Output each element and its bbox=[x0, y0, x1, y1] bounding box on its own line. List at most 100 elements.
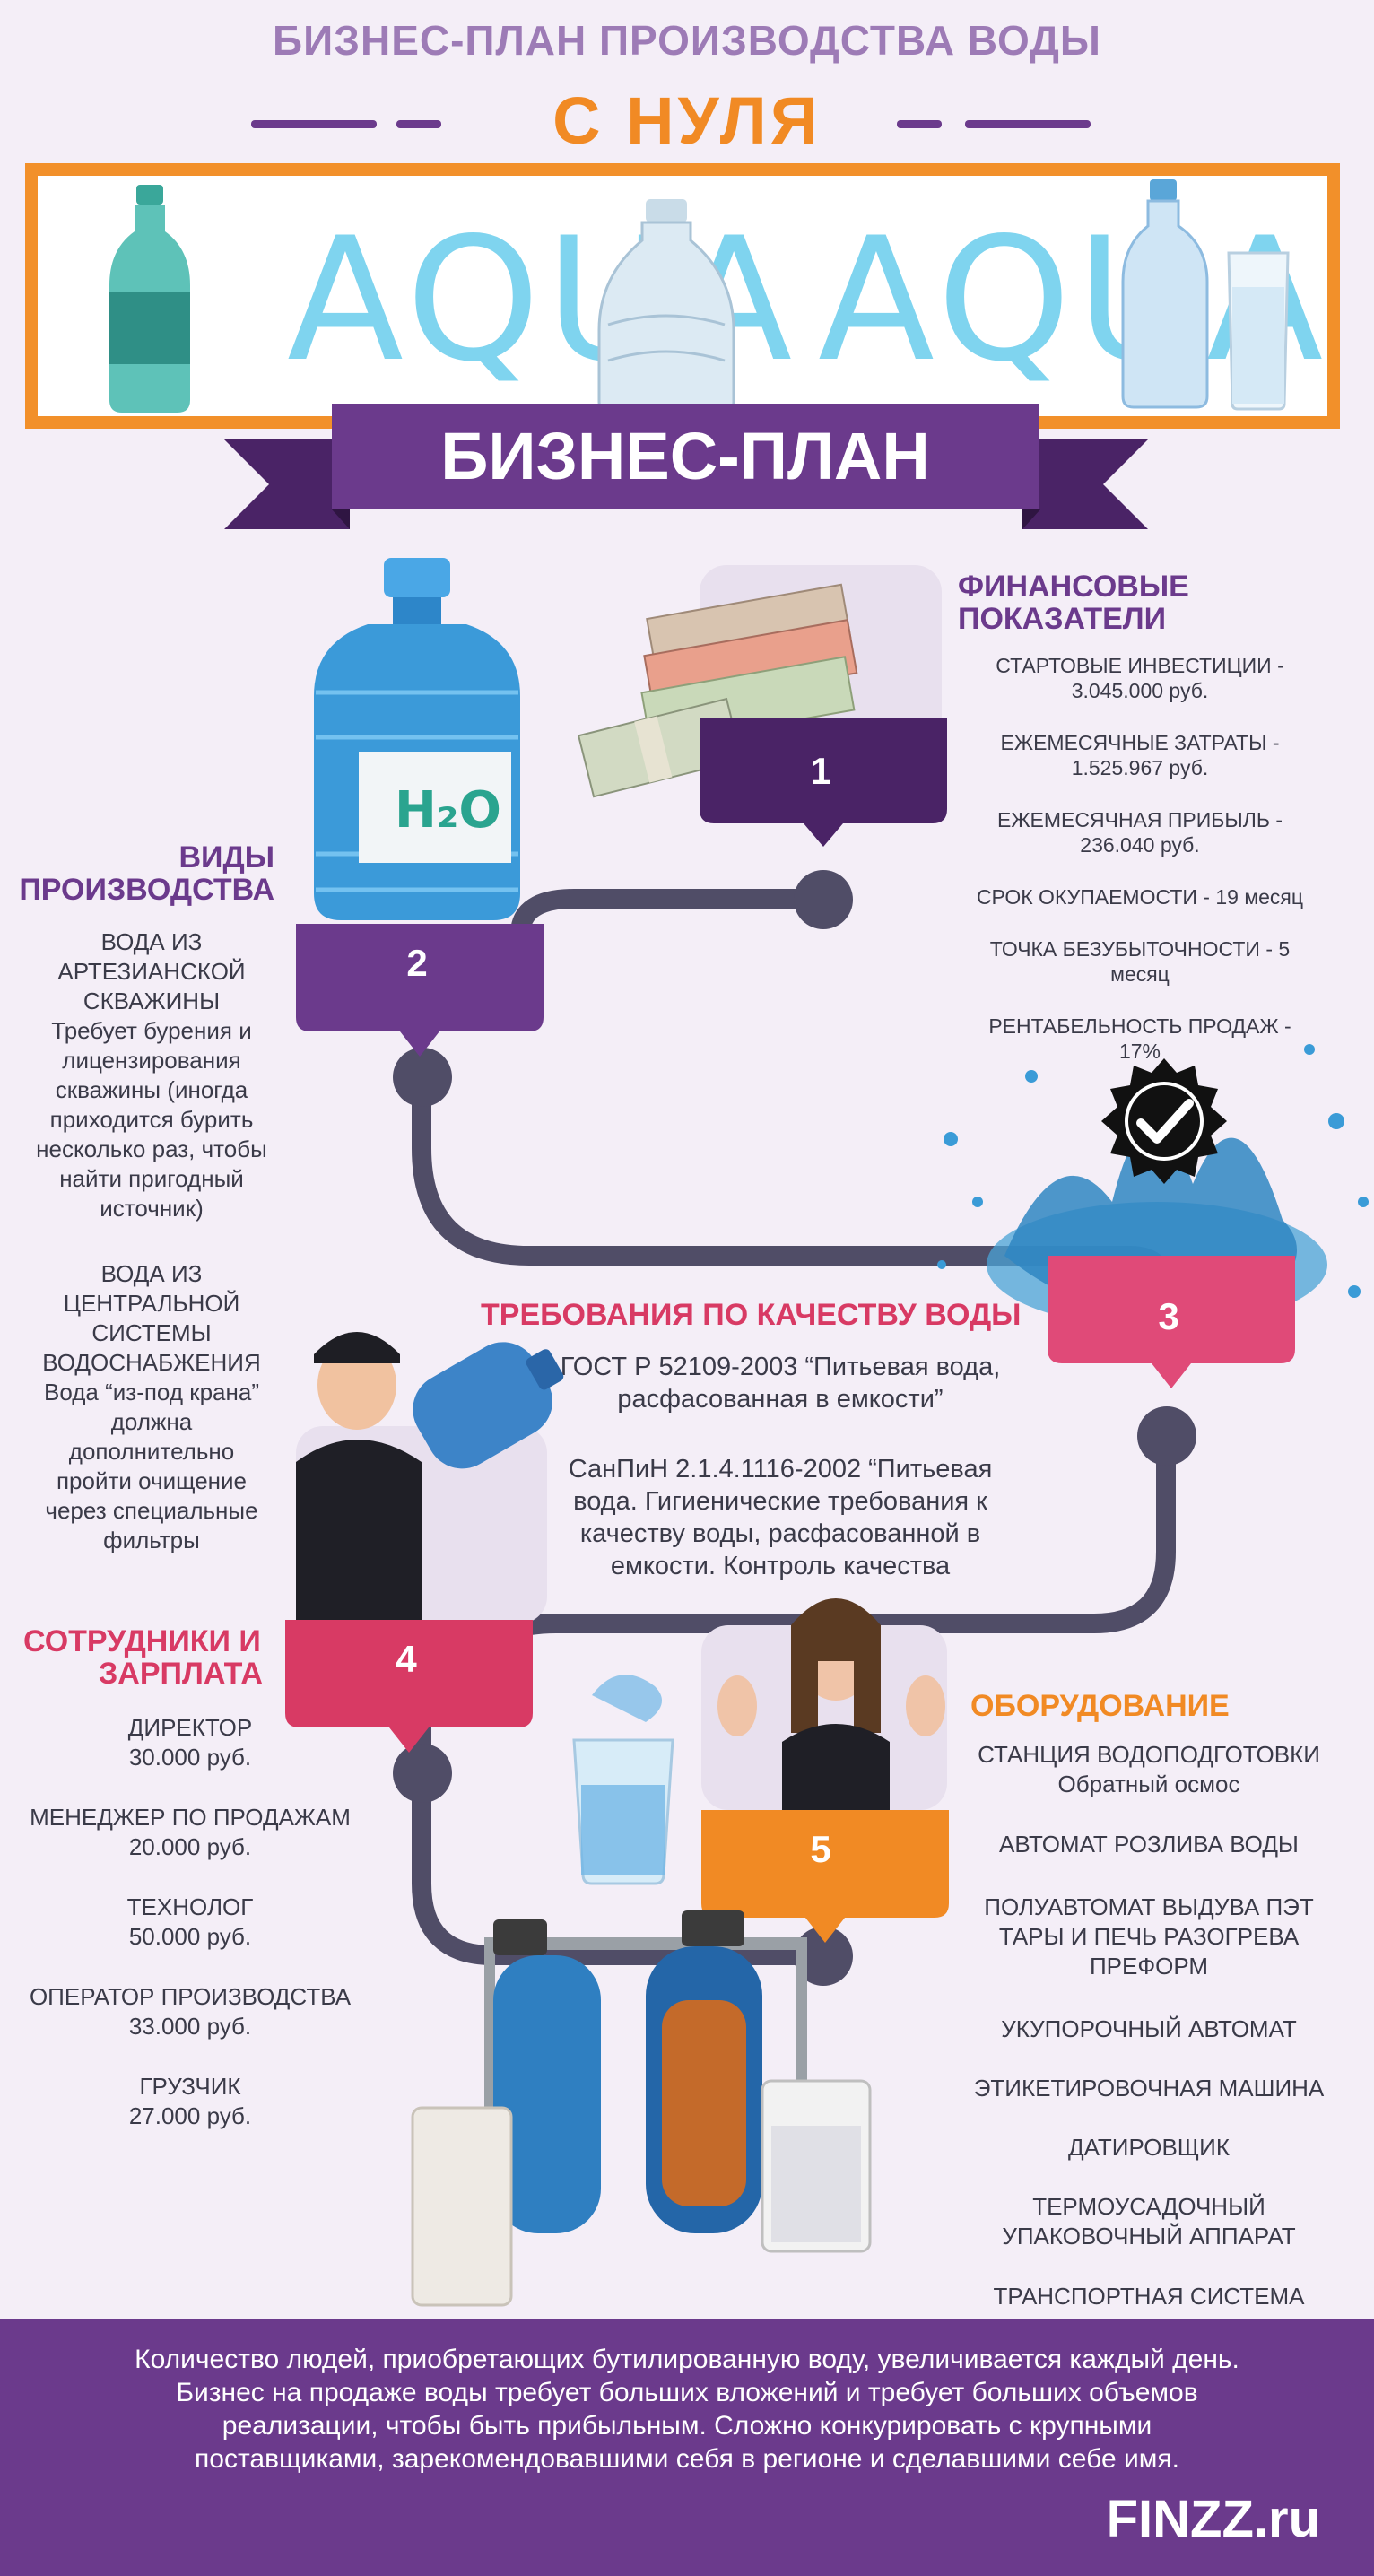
brand-logo-text: FINZZ.ru bbox=[1106, 2490, 1320, 2548]
footer-text-line: Бизнес на продаже воды требует больших в… bbox=[176, 2378, 1198, 2407]
staff-salary: 30.000 руб. bbox=[128, 1744, 252, 1771]
financial-item: СРОК ОКУПАЕМОСТИ - 19 месяц bbox=[929, 884, 1351, 909]
equipment-text-line: ДАТИРОВЩИК bbox=[1067, 2134, 1231, 2161]
production-text-line: найти пригодный bbox=[59, 1165, 244, 1192]
smiling-woman-image bbox=[701, 1598, 947, 1810]
path-node-1 bbox=[794, 870, 853, 929]
production-text-line: несколько раз, чтобы bbox=[36, 1136, 267, 1162]
financial-item-label: СРОК ОКУПАЕМОСТИ - 19 месяц bbox=[976, 885, 1304, 909]
footer-summary-text: Количество людей, приобретающих бутилиро… bbox=[36, 2343, 1338, 2476]
production-text-line: должна bbox=[110, 1408, 193, 1435]
title-line-2: С НУЛЯ bbox=[552, 83, 822, 158]
production-text-line: АРТЕЗИАНСКОЙ bbox=[57, 958, 246, 985]
staff-position: ГРУЗЧИК bbox=[139, 2073, 241, 2100]
step-2-number: 2 bbox=[406, 942, 428, 984]
step-2-title-b: ПРОИЗВОДСТВА bbox=[19, 873, 274, 907]
equipment-text-line: Обратный осмос bbox=[1057, 1771, 1240, 1797]
path-node-3 bbox=[1137, 1406, 1196, 1466]
financial-item-label: РЕНТАБЕЛЬНОСТЬ ПРОДАЖ - bbox=[988, 1014, 1291, 1038]
production-text-line: фильтры bbox=[103, 1527, 200, 1553]
title-line-1: БИЗНЕС-ПЛАН ПРОИЗВОДСТВА ВОДЫ bbox=[273, 17, 1101, 64]
production-text-line: лицензирования bbox=[62, 1047, 241, 1074]
production-text-line: Требует бурения и bbox=[51, 1017, 252, 1044]
quality-check-badge-icon bbox=[1101, 1058, 1227, 1184]
equipment-text-line: ТРАНСПОРТНАЯ СИСТЕМА bbox=[993, 2283, 1305, 2310]
water-jug-image: H₂O bbox=[314, 558, 520, 920]
production-text-line: ВОДА ИЗ bbox=[100, 928, 203, 955]
step-2-box bbox=[296, 924, 544, 1057]
step-1-title-b: ПОКАЗАТЕЛИ bbox=[958, 602, 1167, 636]
footer-text-line: поставщиками, зарекомендовавшими себя в … bbox=[195, 2444, 1179, 2474]
equipment-item: ТРАНСПОРТНАЯ СИСТЕМА bbox=[942, 2282, 1356, 2311]
step-5-title: ОБОРУДОВАНИЕ bbox=[970, 1689, 1230, 1723]
financial-item-label: ТОЧКА БЕЗУБЫТОЧНОСТИ - 5 bbox=[989, 937, 1291, 961]
worker-with-jug-image bbox=[296, 1332, 564, 1623]
business-plan-ribbon: БИЗНЕС-ПЛАН bbox=[332, 404, 1039, 509]
step-1-number: 1 bbox=[810, 750, 831, 792]
equipment-text-line: УКУПОРОЧНЫЙ АВТОМАТ bbox=[1001, 2015, 1297, 2042]
sanpin-text-line: емкости. Контроль качества bbox=[610, 1552, 951, 1580]
step-5-number: 5 bbox=[810, 1828, 831, 1870]
step-4-title-a: СОТРУДНИКИ И bbox=[23, 1624, 261, 1658]
step-1-box bbox=[700, 718, 947, 847]
financial-item-value: месяц bbox=[1110, 962, 1170, 986]
financial-item-label: СТАРТОВЫЕ ИНВЕСТИЦИИ - bbox=[996, 654, 1284, 677]
equipment-text-line: ТЕРМОУСАДОЧНЫЙ bbox=[1032, 2193, 1265, 2220]
equipment-text-line: АВТОМАТ РОЗЛИВА ВОДЫ bbox=[999, 1831, 1299, 1858]
equipment-text-line: СТАНЦИЯ ВОДОПОДГОТОВКИ bbox=[978, 1741, 1320, 1768]
production-text-line: ВОДА ИЗ bbox=[100, 1260, 203, 1287]
equipment-text-line: ТАРЫ И ПЕЧЬ РАЗОГРЕВА bbox=[998, 1923, 1300, 1950]
production-text-line: приходится бурить bbox=[49, 1106, 254, 1133]
equipment-item: УКУПОРОЧНЫЙ АВТОМАТ bbox=[942, 2015, 1356, 2044]
financial-item-value: 236.040 руб. bbox=[1080, 833, 1200, 857]
gost-text-line: ГОСТ Р 52109-2003 “Питьевая вода, bbox=[560, 1353, 1001, 1381]
financial-item-label: ЕЖЕМЕСЯЧНЫЕ ЗАТРАТЫ - bbox=[1000, 731, 1280, 754]
financial-item-value: 1.525.967 руб. bbox=[1071, 756, 1209, 779]
bottle-and-glass-icon bbox=[1121, 179, 1290, 411]
staff-salary: 33.000 руб. bbox=[128, 2013, 252, 2040]
ribbon-tails bbox=[224, 439, 1148, 529]
production-text-line: дополнительно bbox=[68, 1438, 235, 1465]
staff-salary: 20.000 руб. bbox=[128, 1833, 252, 1860]
staff-salary: 50.000 руб. bbox=[128, 1923, 252, 1950]
svg-text:H₂O: H₂O bbox=[395, 781, 501, 840]
bottle-icon-left bbox=[109, 185, 190, 413]
financial-item-value: 3.045.000 руб. bbox=[1071, 679, 1209, 702]
sanpin-text-line: СанПиН 2.1.4.1116-2002 “Питьевая bbox=[568, 1455, 993, 1484]
staff-salary: 27.000 руб. bbox=[128, 2102, 252, 2129]
footer-band bbox=[0, 2319, 1374, 2576]
title-dash-right-short bbox=[897, 120, 942, 128]
equipment-text-line: ПРЕФОРМ bbox=[1089, 1953, 1209, 1980]
sanpin-text-line: качеству воды, расфасованной в bbox=[579, 1519, 981, 1548]
step-3-number: 3 bbox=[1158, 1295, 1179, 1337]
path-node-2 bbox=[393, 1048, 452, 1107]
footer-text-line: реализации, чтобы быть прибыльным. Сложн… bbox=[222, 2411, 1152, 2441]
step-4-title-b: ЗАРПЛАТА bbox=[99, 1657, 263, 1691]
title-dash-left-short bbox=[396, 120, 441, 128]
path-node-4 bbox=[393, 1744, 452, 1803]
financial-item: СТАРТОВЫЕ ИНВЕСТИЦИИ -3.045.000 руб. bbox=[929, 653, 1351, 703]
gost-standard-text: ГОСТ Р 52109-2003 “Питьевая вода,расфасо… bbox=[502, 1351, 1058, 1415]
equipment-text-line: ЭТИКЕТИРОВОЧНАЯ МАШИНА bbox=[973, 2075, 1325, 2102]
production-text-line: пройти очищение bbox=[56, 1467, 248, 1494]
equipment-item: ПОЛУАВТОМАТ ВЫДУВА ПЭТ ТАРЫ И ПЕЧЬ РАЗОГР… bbox=[942, 1893, 1356, 1981]
financial-item: ЕЖЕМЕСЯЧНАЯ ПРИБЫЛЬ -236.040 руб. bbox=[929, 807, 1351, 857]
production-text-line: источник) bbox=[100, 1195, 204, 1222]
equipment-item: СТАНЦИЯ ВОДОПОДГОТОВКИ Обратный осмос bbox=[942, 1740, 1356, 1799]
production-text-line: через специальные bbox=[45, 1497, 258, 1524]
step-5-box bbox=[701, 1810, 949, 1943]
step-3-title: ТРЕБОВАНИЯ ПО КАЧЕСТВУ ВОДЫ bbox=[481, 1298, 1022, 1332]
equipment-text-line: ПОЛУАВТОМАТ ВЫДУВА ПЭТ bbox=[984, 1893, 1314, 1920]
equipment-text-line: УПАКОВОЧНЫЙ АППАРАТ bbox=[1002, 2223, 1296, 2250]
production-text-line: Вода “из-под крана” bbox=[44, 1379, 259, 1405]
staff-position: МЕНЕДЖЕР ПО ПРОДАЖАМ bbox=[30, 1804, 351, 1831]
step-4-box bbox=[285, 1620, 533, 1753]
